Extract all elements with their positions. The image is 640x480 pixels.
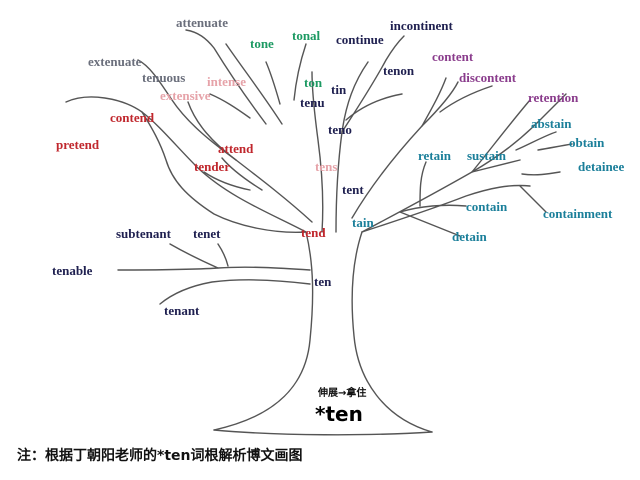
label-incontinent: incontinent	[390, 18, 453, 33]
label-extenuate: extenuate	[88, 54, 142, 69]
label-tent: tent	[342, 182, 364, 197]
branch-right-top	[351, 81, 459, 219]
branch-detainee	[521, 171, 561, 176]
branch-attenuate-2	[225, 43, 283, 125]
label-content: content	[432, 49, 474, 64]
label-detainee: detainee	[578, 159, 625, 174]
branch-tender-2	[221, 157, 263, 191]
label-pretend: pretend	[56, 137, 100, 152]
label-tonal: tonal	[292, 28, 321, 43]
label-tend: tend	[301, 225, 326, 240]
label-ten: ten	[314, 274, 332, 289]
branch-abstain	[515, 131, 557, 151]
branch-subtenant	[169, 243, 219, 269]
label-extensive: extensive	[160, 88, 211, 103]
branch-pretend	[141, 111, 307, 234]
branch-retain	[419, 161, 427, 207]
label-tin: tin	[331, 82, 347, 97]
branch-extenuate	[137, 59, 237, 161]
label-tenable: tenable	[52, 263, 93, 278]
label-contend: contend	[110, 110, 155, 125]
trunk-right-edge	[351, 231, 433, 433]
label-tenet: tenet	[193, 226, 221, 241]
branch-lower-right	[361, 184, 531, 233]
root-meaning: 伸展→拿住	[318, 388, 367, 399]
branch-detain	[399, 211, 461, 237]
branch-lower-left	[117, 266, 311, 271]
label-tens: tens	[315, 159, 338, 174]
caption: 注：根据丁朝阳老师的*ten词根解析博文画图	[17, 448, 303, 464]
branch-right-main	[361, 93, 567, 233]
label-intense: intense	[207, 74, 246, 89]
branch-tenet	[217, 243, 229, 267]
label-teno: teno	[328, 122, 352, 137]
label-tain: tain	[352, 215, 374, 230]
label-detain: detain	[452, 229, 487, 244]
branch-contain	[399, 204, 467, 213]
label-sustain: sustain	[467, 148, 507, 163]
label-containment: containment	[543, 206, 613, 221]
branch-lower-left-2	[159, 279, 311, 305]
label-attend: attend	[218, 141, 254, 156]
branch-tenon	[345, 93, 403, 121]
label-tone: tone	[250, 36, 274, 51]
branch-tone	[265, 61, 281, 105]
branch-sustain	[471, 159, 521, 173]
branch-retention	[471, 99, 531, 173]
label-attenuate: attenuate	[176, 15, 228, 30]
label-subtenant: subtenant	[116, 226, 171, 241]
trunk-left-edge	[213, 231, 314, 431]
branch-continue	[341, 35, 405, 133]
branch-attenuate	[185, 29, 267, 125]
label-continue: continue	[336, 32, 384, 47]
label-tender: tender	[194, 159, 231, 174]
branch-containment	[519, 185, 547, 213]
branch-tender	[203, 171, 251, 191]
branch-tonal	[293, 43, 307, 101]
branch-extensive	[209, 93, 251, 119]
label-retain: retain	[418, 148, 451, 163]
label-obtain: obtain	[569, 135, 605, 150]
label-ton: ton	[304, 75, 323, 90]
label-contain: contain	[466, 199, 508, 214]
label-abstain: abstain	[531, 116, 572, 131]
label-retention: retention	[528, 90, 579, 105]
ground-line	[213, 429, 433, 436]
branch-left-main	[65, 96, 307, 233]
label-tenon: tenon	[383, 63, 415, 78]
label-tenuous: tenuous	[142, 70, 186, 85]
label-tenant: tenant	[164, 303, 200, 318]
branch-discontent	[439, 85, 493, 113]
root-word: *ten	[315, 402, 363, 426]
label-tenu: tenu	[300, 95, 325, 110]
branch-content	[421, 77, 447, 127]
label-discontent: discontent	[459, 70, 517, 85]
branch-center	[311, 71, 324, 233]
branch-obtain	[537, 143, 573, 151]
